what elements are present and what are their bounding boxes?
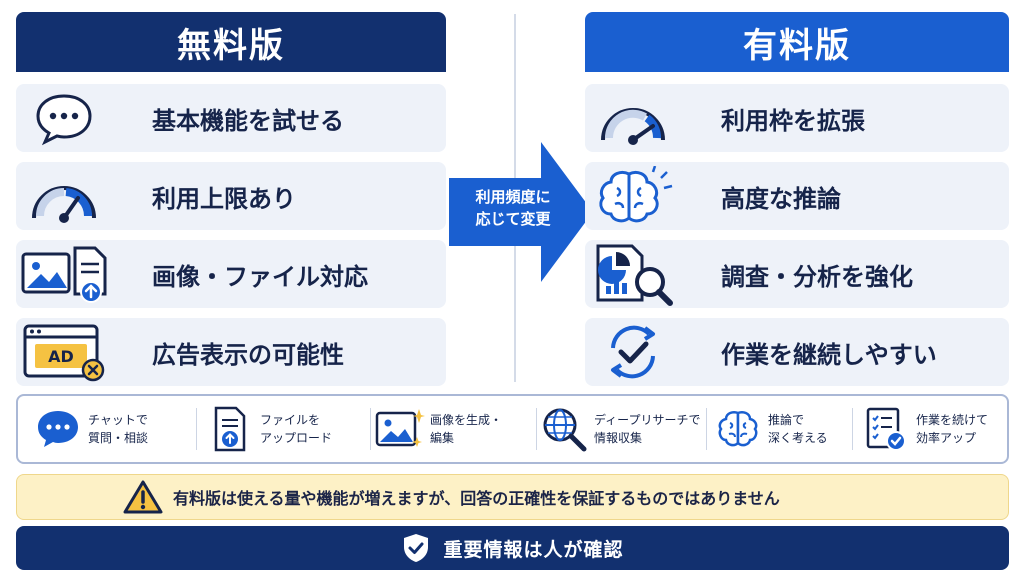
warning-text: 有料版は使える量や機能が増えますが、回答の正確性を保証するものではありません — [173, 489, 780, 508]
feature-text: ファイルを アップロード — [260, 413, 333, 445]
arrow-label-line1: 利用頻度に — [475, 188, 551, 206]
footer-banner: 重要情報は人が確認 — [16, 526, 1009, 570]
checklist-icon — [860, 396, 912, 462]
change-arrow: 利用頻度に 応じて変更 — [447, 140, 595, 284]
cycle-check-icon — [585, 318, 681, 386]
paid-card-research: 調査・分析を強化 — [585, 240, 1009, 308]
paid-card-label: 作業を継続しやすい — [721, 340, 937, 369]
feature-item-research: ディープリサーチで 情報収集 — [538, 396, 700, 462]
free-card-limit: 利用上限あり — [16, 162, 446, 230]
footer-text: 重要情報は人が確認 — [443, 538, 624, 561]
feature-text: 推論で 深く考える — [768, 413, 828, 445]
image-file-icon — [16, 240, 112, 308]
free-card-basic: 基本機能を試せる — [16, 84, 446, 152]
shield-check-icon — [401, 532, 431, 564]
ad-window-icon: AD — [16, 318, 112, 386]
feature-strip: チャットで 質問・相談 ファイルを アップロード — [16, 394, 1009, 464]
paid-plan-header: 有料版 — [585, 12, 1009, 72]
feature-text: ディープリサーチで 情報収集 — [594, 413, 701, 445]
chat-bubble-icon — [16, 84, 112, 152]
feature-text: 作業を続けて 効率アップ — [916, 413, 989, 445]
gauge-icon — [585, 84, 681, 152]
warning-banner: 有料版は使える量や機能が増えますが、回答の正確性を保証するものではありません — [16, 474, 1009, 520]
report-search-icon — [585, 240, 681, 308]
feature-item-upload: ファイルを アップロード — [204, 396, 332, 462]
feature-item-efficiency: 作業を続けて 効率アップ — [860, 396, 988, 462]
arrow-label-line2: 応じて変更 — [475, 210, 551, 228]
brain-icon — [585, 162, 681, 230]
chat-bubble-icon — [32, 396, 84, 462]
paid-card-label: 高度な推論 — [721, 184, 841, 213]
arrow-label: 利用頻度に 応じて変更 — [455, 186, 571, 230]
free-plan-header: 無料版 — [16, 12, 446, 72]
file-upload-icon — [204, 396, 256, 462]
paid-card-label: 調査・分析を強化 — [721, 262, 913, 291]
feature-item-chat: チャットで 質問・相談 — [32, 396, 148, 462]
paid-plan-title: 有料版 — [743, 25, 851, 66]
feature-separator — [196, 408, 197, 450]
free-card-ads: AD 広告表示の可能性 — [16, 318, 446, 386]
feature-separator — [370, 408, 371, 450]
free-card-label: 広告表示の可能性 — [152, 340, 344, 369]
paid-card-reasoning: 高度な推論 — [585, 162, 1009, 230]
ad-icon-text: AD — [48, 347, 74, 366]
image-generate-icon — [374, 396, 426, 462]
feature-separator — [706, 408, 707, 450]
free-card-label: 利用上限あり — [152, 184, 296, 213]
free-card-label: 画像・ファイル対応 — [152, 262, 368, 291]
feature-item-reasoning: 推論で 深く考える — [712, 396, 828, 462]
free-plan-title: 無料版 — [177, 25, 285, 66]
gauge-icon — [16, 162, 112, 230]
globe-search-icon — [538, 396, 590, 462]
feature-text: 画像を生成・ 編集 — [430, 413, 503, 445]
paid-card-quota: 利用枠を拡張 — [585, 84, 1009, 152]
warning-triangle-icon — [113, 479, 173, 515]
feature-separator — [852, 408, 853, 450]
feature-item-image: 画像を生成・ 編集 — [374, 396, 502, 462]
feature-text: チャットで 質問・相談 — [88, 413, 149, 445]
paid-card-continue: 作業を継続しやすい — [585, 318, 1009, 386]
paid-card-label: 利用枠を拡張 — [721, 106, 865, 135]
free-card-label: 基本機能を試せる — [152, 106, 344, 135]
brain-icon — [712, 396, 764, 462]
free-card-image-file: 画像・ファイル対応 — [16, 240, 446, 308]
feature-separator — [536, 408, 537, 450]
